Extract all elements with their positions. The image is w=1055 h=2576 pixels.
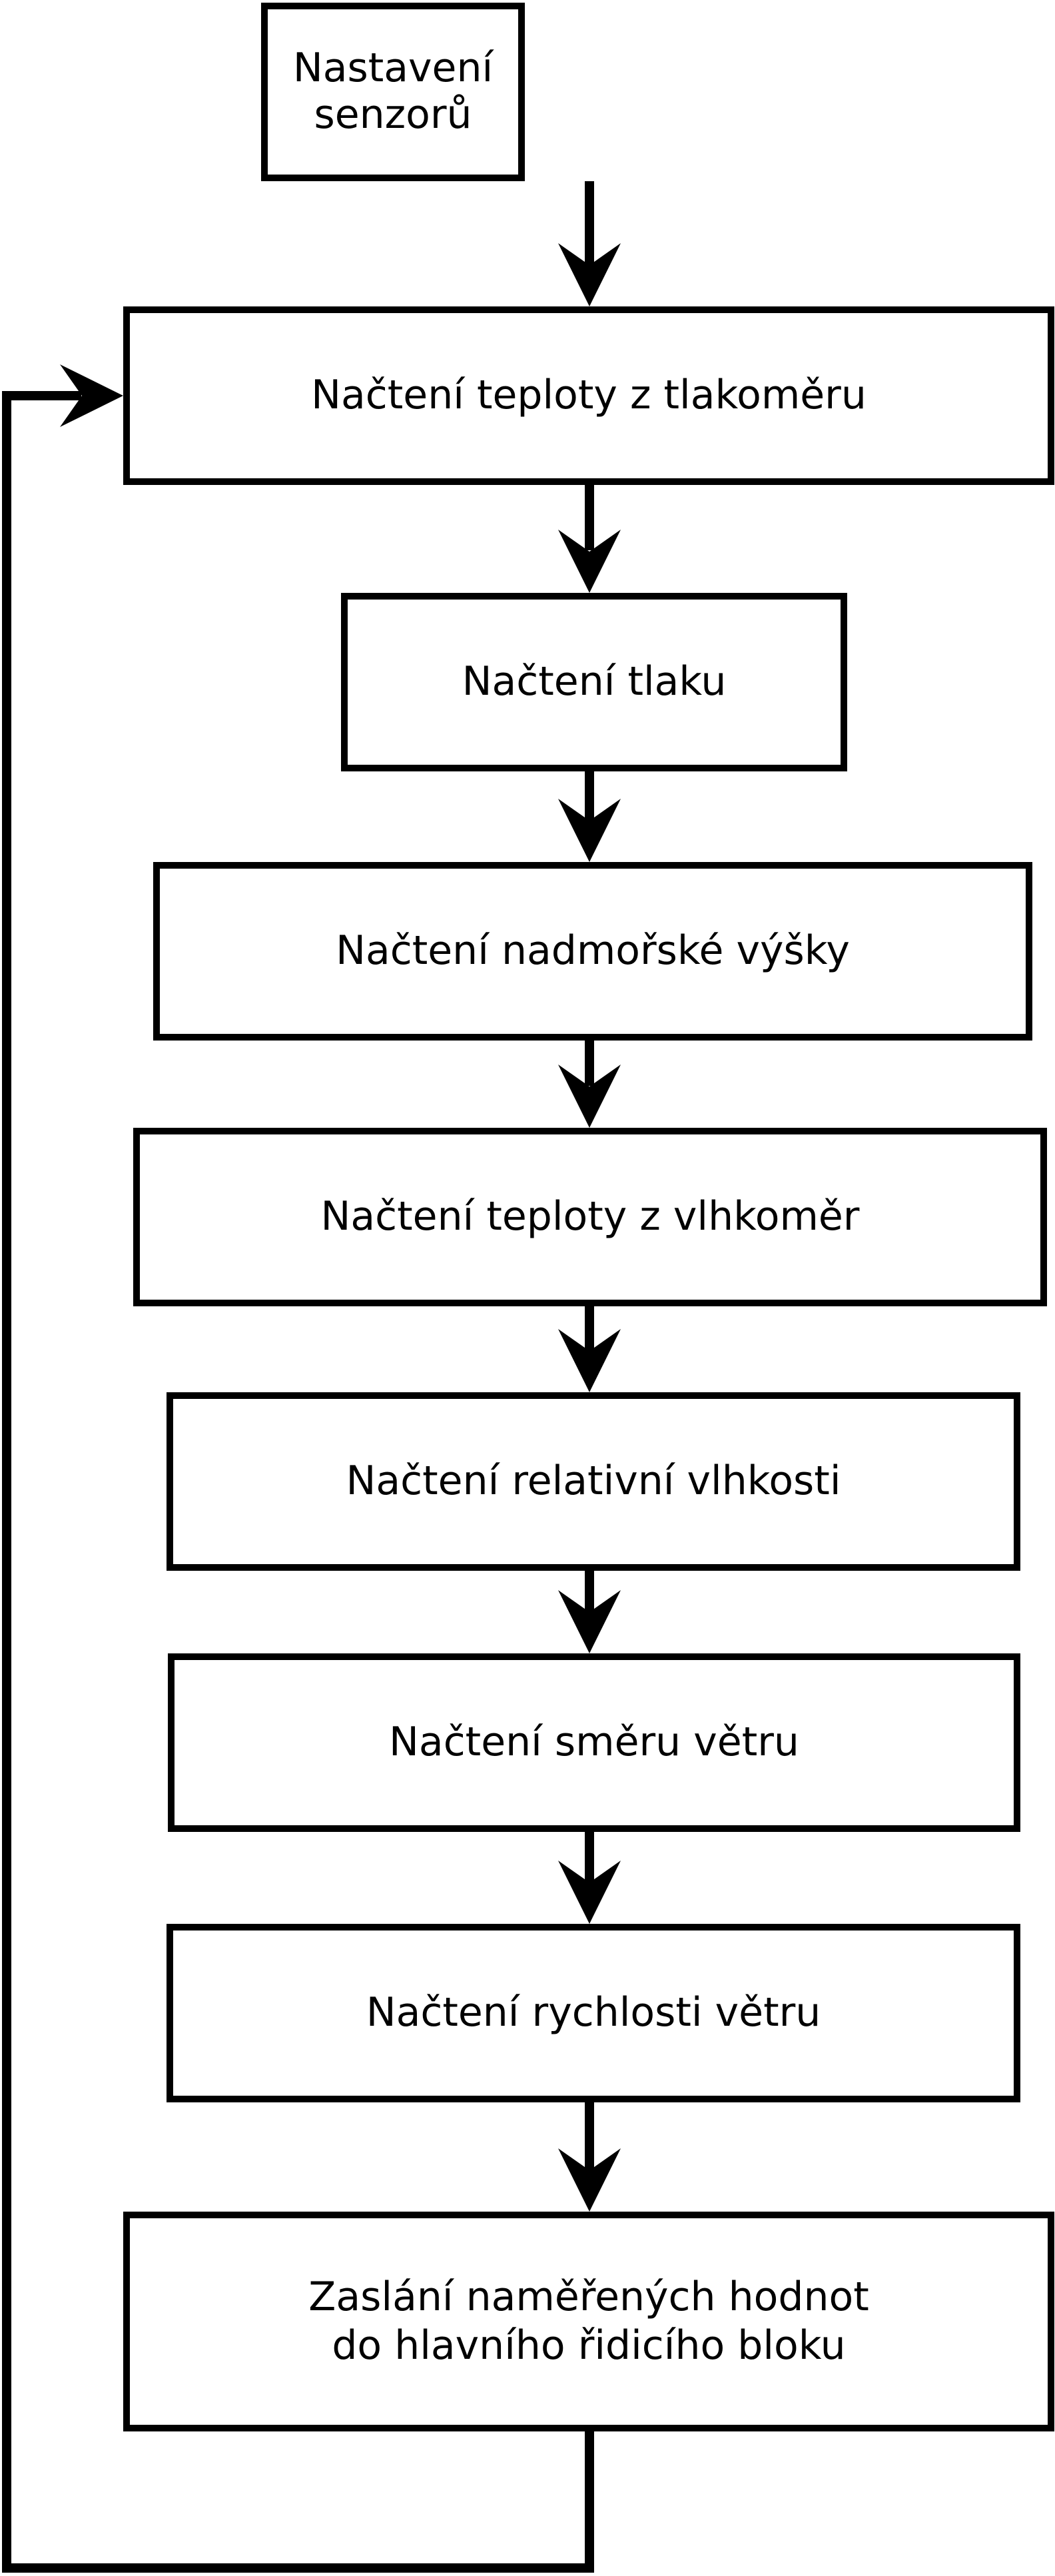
node-label: Nastavení senzorů [292,45,494,138]
node-nacteni-teploty-z-tlakomeru[interactable]: Načtení teploty z tlakoměru [123,306,1054,485]
node-label: Načtení tlaku [462,658,727,705]
node-label: Načtení nadmořské výšky [336,927,850,975]
node-label: Načtení rychlosti větru [366,1989,821,2036]
arrowhead-feedback-right [60,364,123,427]
arrowhead-down-6 [558,1590,621,1653]
arrowhead-down-8 [558,2148,621,2212]
node-nacteni-relativni-vlhkosti[interactable]: Načtení relativní vlhkosti [167,1392,1020,1571]
node-zaslani-namerenych-hodnot[interactable]: Zaslání naměřených hodnot do hlavního ři… [123,2212,1054,2431]
arrowhead-down-4 [558,1065,621,1128]
node-nacteni-nadmorske-vysky[interactable]: Načtení nadmořské výšky [153,862,1032,1041]
arrowhead-down-1 [558,243,621,306]
node-label: Načtení teploty z vlhkoměr [320,1193,860,1240]
node-nastaveni-senzoru[interactable]: Nastavení senzorů [261,3,525,181]
arrowhead-down-3 [558,799,621,862]
node-label: Načtení teploty z tlakoměru [311,372,867,419]
feedback-loop-line [2,391,594,2573]
node-nacteni-teploty-z-vlhkomeru[interactable]: Načtení teploty z vlhkoměr [133,1128,1047,1306]
node-nacteni-rychlosti-vetru[interactable]: Načtení rychlosti větru [167,1924,1020,2102]
node-nacteni-smeru-vetru[interactable]: Načtení směru větru [168,1653,1020,1832]
connector-arrowheads [558,243,621,2212]
arrowhead-down-5 [558,1329,621,1392]
feedback-loop-path [2,391,594,2573]
node-label: Zaslání naměřených hodnot do hlavního ři… [308,2273,869,2369]
node-label: Načtení relativní vlhkosti [346,1458,841,1505]
arrowhead-down-7 [558,1861,621,1924]
node-nacteni-tlaku[interactable]: Načtení tlaku [341,593,847,771]
node-label: Načtení směru větru [389,1719,799,1766]
arrowhead-down-2 [558,530,621,593]
